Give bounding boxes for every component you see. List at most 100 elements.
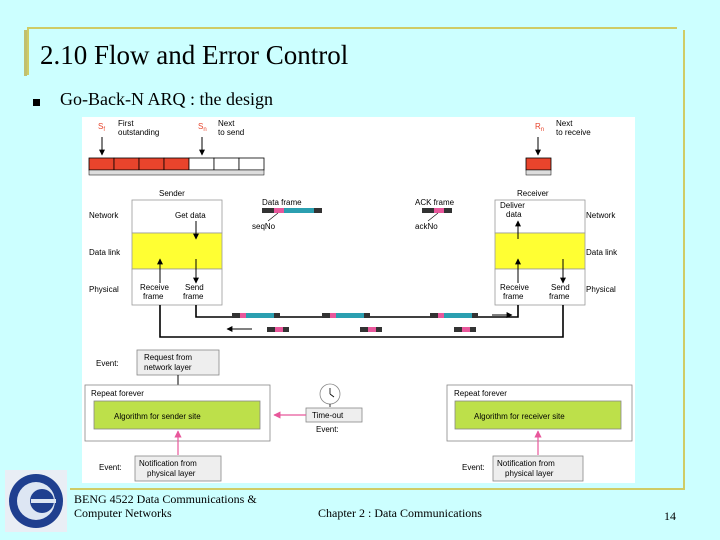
- ackno-label: ackNo: [415, 222, 438, 231]
- data-frame-trailer: [314, 208, 322, 213]
- timeout-label: Time-out: [312, 411, 344, 420]
- deliver-data-2: data: [506, 210, 522, 219]
- diagram-svg: Sf First outstanding Sn Next to send Rn …: [84, 119, 633, 482]
- ack-part: [283, 327, 289, 332]
- seqno-pointer: [267, 212, 279, 222]
- network-label-left: Network: [89, 211, 119, 220]
- event-label-2: Event:: [316, 425, 339, 434]
- ack-part: [360, 327, 368, 332]
- network-label-right: Network: [586, 211, 616, 220]
- frame-left-line: [27, 27, 29, 75]
- sender-receive-frame-1: Receive: [140, 283, 169, 292]
- slide-title: 2.10 Flow and Error Control: [40, 40, 349, 70]
- frame-part: [330, 313, 336, 318]
- ack-part: [376, 327, 382, 332]
- next-to-send-line2: to send: [218, 128, 244, 137]
- receiver-notif-line1: Notification from: [497, 459, 555, 468]
- receiver-notif-line2: physical layer: [505, 469, 554, 478]
- repeat-forever-receiver: Repeat forever: [454, 389, 507, 398]
- ack-part: [275, 327, 283, 332]
- frame-top-line: [27, 27, 677, 29]
- frame-part: [472, 313, 478, 318]
- next-to-receive-line2: to receive: [556, 128, 591, 137]
- ack-part: [454, 327, 462, 332]
- data-frame-payload: [284, 208, 314, 213]
- event-label-4: Event:: [462, 463, 485, 472]
- sender-receive-frame-2: frame: [143, 292, 164, 301]
- frame-bottom-line: [70, 488, 685, 490]
- frame-part: [336, 313, 364, 318]
- seqno-label: seqNo: [252, 222, 276, 231]
- bullet-square-icon: [33, 99, 40, 106]
- physical-label-left: Physical: [89, 285, 119, 294]
- ack-part: [267, 327, 275, 332]
- window-slot: [238, 157, 265, 171]
- receiver-window-slot: [525, 157, 552, 171]
- sender-send-frame-2: frame: [183, 292, 204, 301]
- receiver-window-base: [525, 169, 552, 176]
- frame-left-accent: [24, 30, 27, 76]
- ack-frame-no: [434, 208, 444, 213]
- frame-part: [438, 313, 444, 318]
- bullet-text: Go-Back-N ARQ : the design: [60, 89, 273, 109]
- ack-frame-format: [422, 208, 452, 213]
- first-outstanding-line1: First: [118, 119, 134, 128]
- receiver-datalink-layer: [494, 232, 586, 270]
- frame-part: [246, 313, 274, 318]
- window-slot: [163, 157, 190, 171]
- next-to-send-line1: Next: [218, 119, 235, 128]
- receiver-stack: [494, 199, 586, 306]
- receiver-send-frame-1: Send: [551, 283, 570, 292]
- frame-right-line: [683, 30, 685, 488]
- receiver-receive-frame-1: Receive: [500, 283, 529, 292]
- sf-label: Sf: [98, 122, 105, 133]
- sender-algorithm-box: [93, 400, 261, 430]
- ackno-pointer: [427, 212, 439, 222]
- receiver-algorithm-box: [454, 400, 622, 430]
- receiver-send-frame-2: frame: [549, 292, 570, 301]
- frame-part: [232, 313, 240, 318]
- frame-part: [240, 313, 246, 318]
- receiver-receive-frame-2: frame: [503, 292, 524, 301]
- footer-chapter: Chapter 2 : Data Communications: [318, 506, 482, 520]
- event-label-1: Event:: [96, 359, 119, 368]
- window-slot: [138, 157, 165, 171]
- window-base: [88, 169, 265, 176]
- request-line1: Request from: [144, 353, 192, 362]
- sender-window: [88, 157, 265, 176]
- footer-course-line2: Computer Networks: [74, 506, 172, 520]
- ack-part: [462, 327, 470, 332]
- clock-hand-icon: [329, 393, 335, 398]
- physical-label-right: Physical: [586, 285, 616, 294]
- page-number: 14: [664, 509, 676, 523]
- window-slot: [113, 157, 140, 171]
- university-logo-icon: [5, 470, 67, 532]
- data-frame-seq: [274, 208, 284, 213]
- frame-part: [430, 313, 438, 318]
- ack-part: [368, 327, 376, 332]
- ack-frame-label: ACK frame: [415, 198, 455, 207]
- sn-label: Sn: [198, 122, 207, 133]
- first-outstanding-line2: outstanding: [118, 128, 159, 137]
- receiver-network-layer: [494, 199, 586, 234]
- sender-stack: [131, 199, 223, 306]
- ack-frames-in-transit: [267, 327, 476, 332]
- receiver-algorithm-label: Algorithm for receiver site: [474, 412, 565, 421]
- receiver-label: Receiver: [517, 189, 549, 198]
- sender-notification-box: [134, 455, 222, 482]
- channel-bottom-line: [159, 305, 564, 338]
- data-frame-header: [262, 208, 274, 213]
- frame-part: [364, 313, 370, 318]
- sender-physical-layer: [131, 268, 223, 306]
- ack-part: [470, 327, 476, 332]
- datalink-label-right: Data link: [586, 248, 618, 257]
- sender-notif-line1: Notification from: [139, 459, 197, 468]
- request-from-network-box: [136, 349, 220, 376]
- sender-send-frame-1: Send: [185, 283, 204, 292]
- request-line2: network layer: [144, 363, 192, 372]
- data-frames-in-transit: [232, 313, 478, 318]
- sender-label: Sender: [159, 189, 185, 198]
- frame-part: [322, 313, 330, 318]
- data-frame-label: Data frame: [262, 198, 302, 207]
- sender-algorithm-label: Algorithm for sender site: [114, 412, 201, 421]
